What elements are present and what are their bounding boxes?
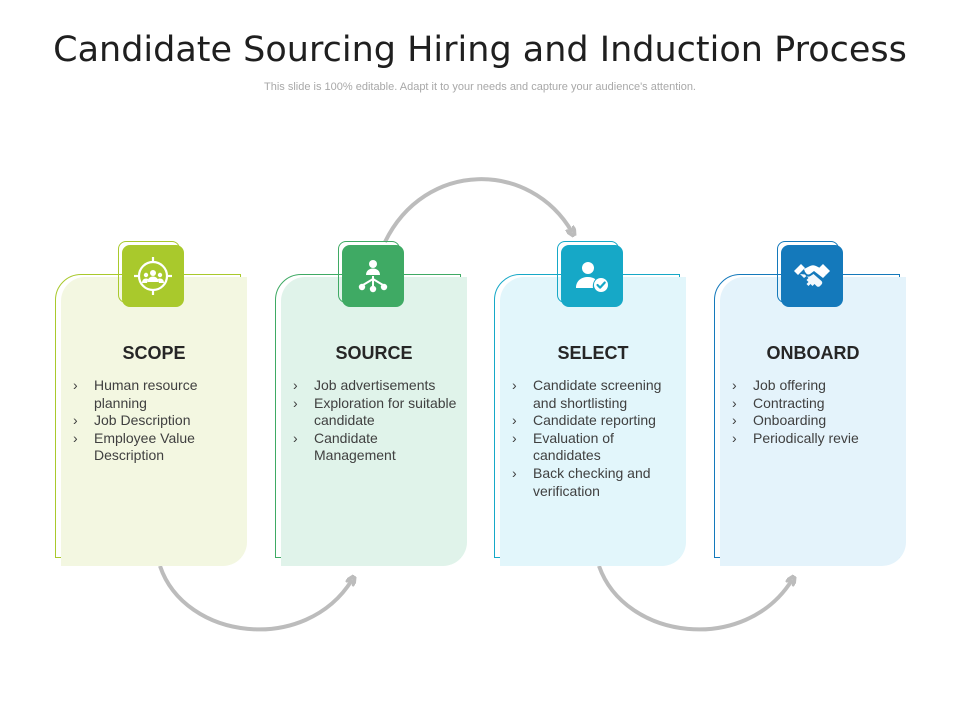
step-bullet-list: Candidate screening and shortlistingCand… bbox=[512, 377, 676, 500]
step-bullet-item: Job advertisements bbox=[293, 377, 457, 395]
step-card-source: SOURCE Job advertisementsExploration for … bbox=[281, 277, 467, 566]
step-bullet-item: Candidate Management bbox=[293, 430, 457, 465]
step-bullet-item: Back checking and verification bbox=[512, 465, 676, 500]
arrow-scope-to-source bbox=[158, 565, 352, 632]
step-bullet-item: Job Description bbox=[73, 412, 237, 430]
arrow-source-to-select bbox=[383, 177, 572, 243]
arrow-select-to-onboard bbox=[597, 565, 792, 632]
handshake-icon bbox=[781, 245, 843, 307]
step-bullet-item: Exploration for suitable candidate bbox=[293, 395, 457, 430]
step-bullet-item: Candidate reporting bbox=[512, 412, 676, 430]
step-title: ONBOARD bbox=[766, 343, 860, 363]
step-bullet-item: Onboarding bbox=[732, 412, 896, 430]
target-team-icon bbox=[122, 245, 184, 307]
slide-title: Candidate Sourcing Hiring and Induction … bbox=[53, 30, 907, 70]
network-people-icon bbox=[342, 245, 404, 307]
step-bullet-item: Evaluation of candidates bbox=[512, 430, 676, 465]
step-bullet-list: Human resource planningJob DescriptionEm… bbox=[73, 377, 237, 465]
step-bullet-item: Job offering bbox=[732, 377, 896, 395]
step-bullet-item: Periodically revie bbox=[732, 430, 896, 448]
step-bullet-list: Job offeringContractingOnboardingPeriodi… bbox=[732, 377, 896, 447]
step-card-scope: SCOPE Human resource planningJob Descript… bbox=[61, 277, 247, 566]
step-bullet-item: Candidate screening and shortlisting bbox=[512, 377, 676, 412]
step-title: SCOPE bbox=[122, 343, 186, 363]
step-bullet-item: Employee Value Description bbox=[73, 430, 237, 465]
user-check-icon bbox=[561, 245, 623, 307]
step-title: SELECT bbox=[557, 343, 629, 363]
step-bullet-item: Contracting bbox=[732, 395, 896, 413]
step-bullet-item: Human resource planning bbox=[73, 377, 237, 412]
step-card-select: SELECT Candidate screening and shortlisti… bbox=[500, 277, 686, 566]
slide-subtitle: This slide is 100% editable. Adapt it to… bbox=[264, 81, 696, 93]
step-card-onboard: ONBOARD Job offeringContractingOnboarding… bbox=[720, 277, 906, 566]
step-bullet-list: Job advertisementsExploration for suitab… bbox=[293, 377, 457, 465]
step-title: SOURCE bbox=[335, 343, 413, 363]
